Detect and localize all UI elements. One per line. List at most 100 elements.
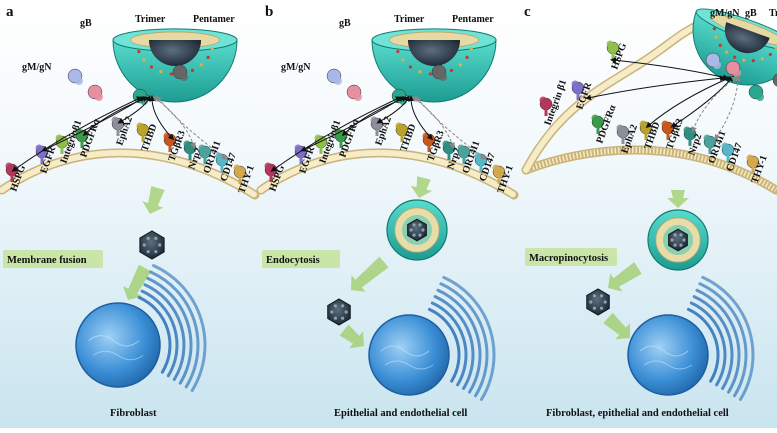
virion-label-gmgn: gM/gN [22,62,52,73]
endoplasmic-reticulum [442,275,496,401]
cell-type-label: Fibroblast [110,408,157,419]
endoplasmic-reticulum [695,288,741,394]
capsomer [603,300,607,304]
entry-arrow [142,185,165,214]
capsomer [592,294,597,298]
chromatin [380,345,430,357]
endoplasmic-reticulum [433,295,475,390]
capsid [407,40,461,67]
receptor-domain [571,80,579,88]
entry-arrow-shape [122,264,152,300]
receptor-stalk [10,175,14,182]
receptor-domain [264,162,272,170]
endoplasmic-reticulum [146,276,193,385]
capsid [148,40,202,67]
tegument-protein [718,43,722,47]
viral-glycoprotein-domain [733,69,741,77]
receptor-domain [5,162,13,170]
endoplasmic-reticulum [701,275,755,401]
virion-label-trimer: Trimer [394,14,425,25]
endoplasmic-reticulum [692,295,734,390]
released-capsid [586,288,610,316]
receptor-domain [136,122,144,130]
endocytic-vesicle [386,199,448,261]
tegument-protein [733,55,737,59]
released-capsid [407,218,427,242]
receptor-domain [370,116,378,124]
receptor-domain [539,96,547,104]
nucleus [627,314,709,396]
viral-glycoprotein-domain [334,77,342,85]
receptor-stalk [751,167,755,174]
receptor-stalk [621,137,625,144]
capsomer [599,306,604,310]
capsomer [154,250,158,254]
capsomer [333,304,338,308]
tegument-protein [149,65,154,69]
capsomer [589,300,593,304]
tegument-protein [469,46,473,51]
interaction-arrow [117,95,151,124]
virion-label-gb: gB [80,18,92,29]
tegument-protein [751,59,755,63]
receptor-domain [492,164,500,172]
chromatin [88,335,140,347]
virion-label-trimer: Trimer [135,14,166,25]
tegument-protein [760,57,764,61]
tegument-protein [465,55,469,59]
endoplasmic-reticulum [439,282,489,398]
receptor-domain [198,144,206,152]
capsomer [418,233,422,237]
endocytic-vesicle [647,209,709,271]
capsomer [146,236,150,240]
receptor-domain [442,140,450,148]
interaction-arrow [376,95,410,124]
mechanism-label-bg [262,250,340,268]
receptor-stalk [666,133,670,140]
nucleus-group [75,264,207,392]
viral-glycoprotein-domain [354,93,362,101]
capsomer [679,243,683,247]
capsid-shell [668,228,688,252]
tegument-protein [458,63,462,67]
capsomer [682,238,686,242]
receptor-domain [703,134,711,142]
entry-arrow [667,190,689,208]
capsomer [673,233,677,237]
tegument-protein [742,58,746,62]
interaction-arrow [156,95,228,160]
capsomer [333,316,338,320]
entry-arrow [350,256,389,292]
nucleus [75,302,161,388]
nucleus-group [627,275,755,401]
receptor-stalk [220,165,224,172]
receptor-domain [111,116,119,124]
virion-label-gb: gB [745,8,757,19]
receptor-domain [422,132,430,140]
capsomer [412,233,416,237]
receptor-stalk [462,157,466,164]
endoplasmic-reticulum [137,296,172,374]
virion-label-pentamer: Pentamer [193,14,235,25]
capsomer [344,310,348,314]
viral-glycoprotein-domain [75,77,83,85]
capsomer [154,236,158,240]
endoplasmic-reticulum [689,301,727,387]
entry-arrow-shape [608,262,642,292]
entry-arrow-shape [410,176,433,198]
endoplasmic-reticulum [143,283,186,381]
tegument-protein [449,68,454,72]
viral-glycoprotein-domain [439,73,447,81]
capsomer [418,223,422,227]
capsomer [679,233,683,237]
tegument-protein [396,49,400,54]
cell-type-label: Epithelial and endothelial cell [334,408,467,419]
chromatin [643,360,693,370]
capsomer [421,228,425,232]
capsomer [340,304,345,308]
tegument-protein [401,58,405,62]
cell-type-label: Fibroblast, epithelial and endothelial c… [546,408,729,419]
chromatin [92,350,144,361]
